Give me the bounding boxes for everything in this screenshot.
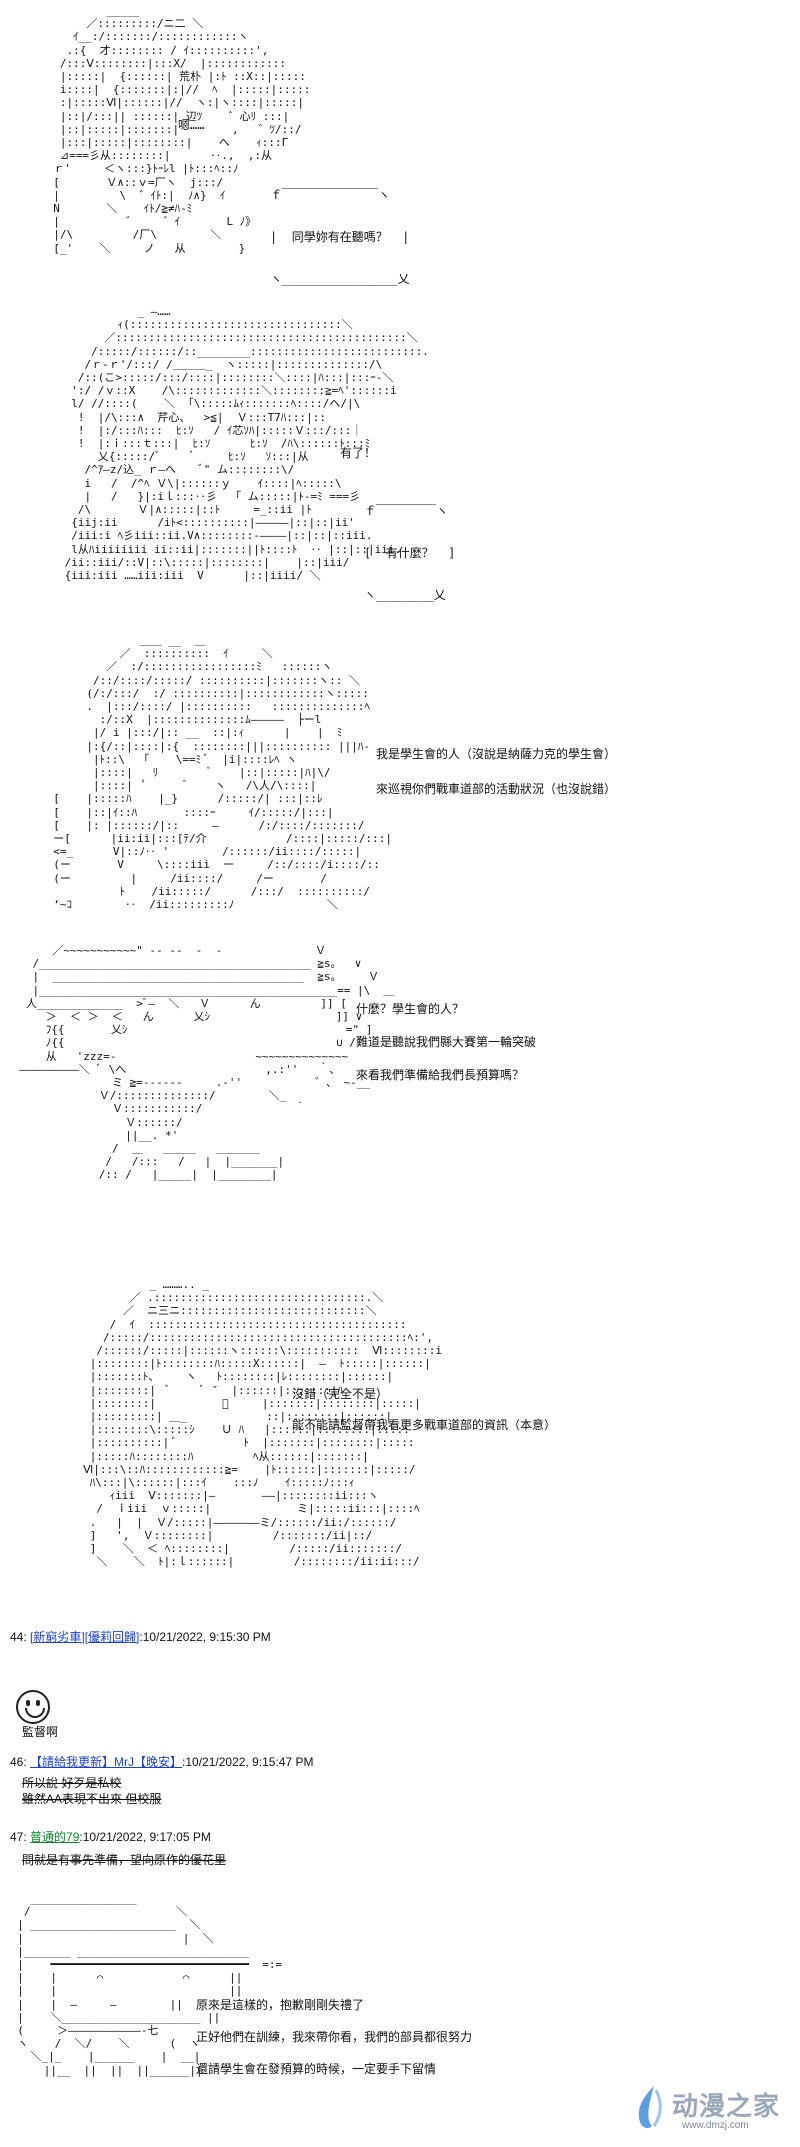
post-47-time: :10/21/2022, 9:17:05 PM xyxy=(79,1830,211,1844)
watermark-url: www.dmzj.com xyxy=(682,2120,749,2131)
post-46-body: 所以說 好歹是私校 雖然AA表現不出來 但校服 xyxy=(22,1775,161,1807)
speech-bubble-1-text: 同學妳有在聽嗎？ xyxy=(291,230,388,244)
post-44-time: :10/21/2022, 9:15:30 PM xyxy=(139,1630,271,1644)
dialogue-line-5a: 沒錯（完全不是） xyxy=(292,1387,389,1401)
post-44-body: 監督啊 xyxy=(22,1725,59,1739)
speech-bubble-2: ｆ￣￣￣￣￣ヽ [ 有什麼？ ] ヽ________乂 xyxy=(364,504,456,602)
dialogue-line-4a: 什麼？學生會的人？ xyxy=(356,1002,465,1016)
site-watermark: 动漫之家 www.dmzj.com xyxy=(632,2080,792,2140)
dialogue-line-6a: 原來是這樣的，抱歉剛剛失禮了 xyxy=(196,1998,365,2012)
aa-side-text-2: 有了！ xyxy=(340,446,377,460)
post-46-number: 46: xyxy=(10,1755,27,1769)
aa-art-panel-5: _ ……….. _ ／ .:::::::::::::::::::::::::::… xyxy=(83,1278,443,1569)
post-46-author-link[interactable]: 【請給我更新】MrJ【晚安】 xyxy=(30,1755,183,1769)
dialogue-line-4b: 難道是聽說我們縣大賽第一輪突破 xyxy=(356,1035,537,1049)
dialogue-line-3b: 來巡視你們戰車道部的活動狀況（也沒說錯） xyxy=(376,782,617,796)
dialogue-line-3a: 我是學生會的人（沒說是納薩力克的學生會） xyxy=(376,747,617,761)
aa-side-text-1: 嗯…… xyxy=(178,118,205,132)
speech-bubble-2-text: 有什麼？ xyxy=(385,546,434,560)
dialogue-line-6c: 還請學生會在發預算的時候，一定要手下留情 xyxy=(196,2062,437,2076)
watermark-title: 动漫之家 xyxy=(672,2091,781,2121)
aa-art-panel-6: ________________ / ＼ | _________________… xyxy=(17,1892,283,2077)
post-47-header: 47: 普通的79:10/21/2022, 9:17:05 PM xyxy=(10,1828,211,1845)
post-46-time: :10/21/2022, 9:15:47 PM xyxy=(182,1755,314,1769)
post-47-body: 問就是有事先準備，望向原作的優花里 xyxy=(22,1853,227,1867)
aa-art-panel-1: _____ ／:::::::::/ニ二 ＼ ｲ__:/:::::::/:::::… xyxy=(53,4,311,255)
post-46-header: 46: 【請給我更新】MrJ【晚安】:10/21/2022, 9:15:47 P… xyxy=(10,1753,313,1770)
post-46-line-1: 所以說 好歹是私校 xyxy=(22,1776,122,1790)
aa-art-panel-3: ＿＿ __ ＿ ／ :::::::::: ｲ ＼ ／ :/:::::::::::… xyxy=(53,634,393,912)
post-44-author-link[interactable]: [新窮劣車][優莉回歸] xyxy=(30,1630,140,1644)
smile-emoji-icon xyxy=(16,1690,50,1724)
post-47-number: 47: xyxy=(10,1830,27,1844)
speech-bubble-1: ｆ￣￣￣￣￣￣￣￣ヽ | 同學妳有在聽嗎？ | ヽ_______________… xyxy=(270,188,410,286)
post-46-line-2: 雖然AA表現不出來 但校服 xyxy=(22,1792,162,1806)
post-44-number: 44: xyxy=(10,1630,27,1644)
aa-art-panel-4: ／~~~~~~~~~~~" -- -- - - Ｖ /_____________… xyxy=(19,944,395,1182)
aa-art-panel-2: _ ―…… ｨ(::::::::::::::::::::::::::::::::… xyxy=(64,305,429,583)
dialogue-line-5b: 能不能請監督帶我看更多戰車道部的資訊（本意） xyxy=(292,1418,557,1432)
dialogue-line-4c: 來看我們準備給我們長預算嗎？ xyxy=(356,1068,525,1082)
post-44-header: 44: [新窮劣車][優莉回歸]:10/21/2022, 9:15:30 PM xyxy=(10,1628,271,1645)
dialogue-line-6b: 正好他們在訓練，我來帶你看，我們的部員都很努力 xyxy=(196,2030,473,2044)
post-47-author-link[interactable]: 普通的79 xyxy=(30,1830,80,1844)
pen-logo-icon xyxy=(638,2086,662,2129)
